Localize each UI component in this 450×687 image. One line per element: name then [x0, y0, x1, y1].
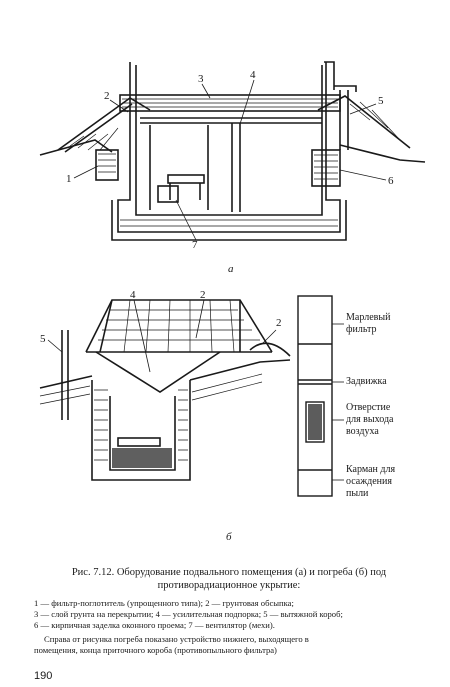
figure-b-cellar: 4 2 2 5 б Марлевый фильтр За — [39, 290, 395, 543]
label-dust-pocket-3: пыли — [346, 488, 369, 499]
fig-a-label-3: 3 — [198, 73, 204, 85]
label-damper: Задвижка — [346, 376, 387, 387]
caption-line-2: противорадиационное укрытие: — [157, 580, 301, 591]
fig-a-label-2: 2 — [104, 90, 110, 102]
label-air-hole-3: воздуха — [346, 426, 379, 437]
figure-legend: 1 — фильтр-поглотитель (упрощенного типа… — [34, 598, 426, 631]
fig-a-sublabel: а — [228, 263, 234, 275]
figure-note: Справа от рисунка погреба показано устро… — [34, 634, 426, 656]
fig-a-label-7: 7 — [192, 239, 198, 251]
fig-a-label-4: 4 — [250, 69, 256, 81]
fig-a-label-5: 5 — [378, 95, 384, 107]
fig-a-label-6: 6 — [388, 175, 394, 187]
label-dust-pocket-1: Карман для — [346, 464, 395, 475]
label-air-hole-1: Отверстие — [346, 402, 391, 413]
label-air-hole-2: для выхода — [346, 414, 394, 425]
fig-b-sublabel: б — [226, 531, 232, 543]
fig-b-label-2-right: 2 — [276, 317, 282, 329]
figure-caption: Рис. 7.12. Оборудование подвального поме… — [34, 566, 424, 592]
caption-line-1: Рис. 7.12. Оборудование подвального поме… — [71, 567, 387, 578]
legend-line-2: 3 — слой грунта на перекрытии; 4 — усили… — [34, 609, 343, 619]
page-number: 190 — [34, 670, 53, 682]
fig-b-label-5: 5 — [40, 333, 46, 345]
label-gauze-filter-2: фильтр — [346, 324, 377, 335]
note-line-2: помещения, конца приточного короба (прот… — [34, 645, 277, 655]
note-line-1: Справа от рисунка погреба показано устро… — [44, 634, 309, 644]
label-gauze-filter-1: Марлевый — [346, 312, 391, 323]
fig-b-label-2-top: 2 — [200, 290, 206, 301]
legend-line-1: 1 — фильтр-поглотитель (упрощенного типа… — [34, 598, 294, 608]
figure-a-basement: 2 3 4 5 1 6 7 а — [39, 61, 426, 275]
legend-line-3: 6 — кирпичная заделка оконного проема; 7… — [34, 620, 275, 630]
label-dust-pocket-2: осаждения — [346, 476, 392, 487]
fig-b-label-4: 4 — [130, 290, 136, 301]
fig-a-label-1: 1 — [66, 173, 72, 185]
